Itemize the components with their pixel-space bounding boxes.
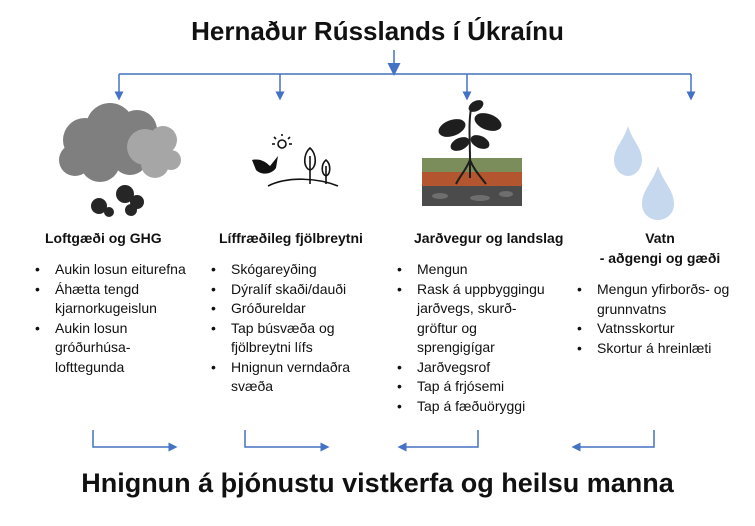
column-water: Vatn - aðgengi og gæði Mengun yfirborðs-…: [575, 228, 745, 358]
column-biodiversity: Líffræðileg fjölbreytni Skógareyðing Dýr…: [209, 228, 374, 397]
list-item: Aukin losun gróðurhúsa-lofttegunda: [33, 319, 193, 378]
bullet-list: Mengun Rask á uppbyggingu jarðvegs, skur…: [395, 260, 555, 416]
arrow-from-col-2: [244, 430, 330, 452]
list-item: Mengun: [395, 260, 555, 280]
list-item: Tap á frjósemi: [395, 377, 555, 397]
column-air-quality: Loftgæði og GHG Aukin losun eiturefna Áh…: [33, 228, 193, 377]
outcome-title: Hnignun á þjónustu vistkerfa og heilsu m…: [81, 468, 674, 498]
list-item: Dýralíf skaði/dauði: [209, 280, 374, 300]
list-item: Skortur á hreinlæti: [575, 339, 745, 359]
list-item: Gróðureldar: [209, 299, 374, 319]
list-item: Vatnsskortur: [575, 319, 745, 339]
column-heading: Líffræðileg fjölbreytni: [219, 230, 363, 246]
list-item: Skógareyðing: [209, 260, 374, 280]
diagram-title: Hernaður Rússlands í Úkraínu: [191, 16, 564, 46]
list-item: Tap á fæðuöryggi: [395, 397, 555, 417]
list-item: Tap búsvæða og fjölbreytni lífs: [209, 319, 374, 358]
column-heading: Jarðvegur og landslag: [414, 230, 564, 246]
list-item: Mengun yfirborðs- og grunnvatns: [575, 280, 745, 319]
bullet-list: Skógareyðing Dýralíf skaði/dauði Gróðure…: [209, 260, 374, 397]
bullet-list: Mengun yfirborðs- og grunnvatns Vatnssko…: [575, 280, 745, 358]
list-item: Jarðvegsrof: [395, 358, 555, 378]
arrow-from-col-4: [571, 430, 655, 452]
list-item: Rask á uppbyggingu jarðvegs, skurð-gröft…: [395, 280, 555, 358]
column-soil: Jarðvegur og landslag Mengun Rask á uppb…: [395, 228, 564, 416]
column-subheading: - aðgengi og gæði: [599, 250, 721, 266]
list-item: Aukin losun eiturefna: [33, 260, 193, 280]
smoke-cloud-icon: [59, 103, 181, 217]
arrow-from-col-3: [397, 430, 479, 452]
column-heading: Loftgæði og GHG: [45, 230, 162, 246]
list-item: Hnignun verndaðra svæða: [209, 358, 374, 397]
water-drops-icon: [614, 126, 674, 220]
plant-soil-icon: [422, 100, 522, 206]
list-item: Áhætta tengd kjarnorkugeislun: [33, 280, 193, 319]
bullet-list: Aukin losun eiturefna Áhætta tengd kjarn…: [33, 260, 193, 377]
bird-trees-icon: [252, 134, 339, 187]
arrow-from-col-1: [92, 430, 178, 452]
column-heading: Vatn: [645, 230, 675, 246]
